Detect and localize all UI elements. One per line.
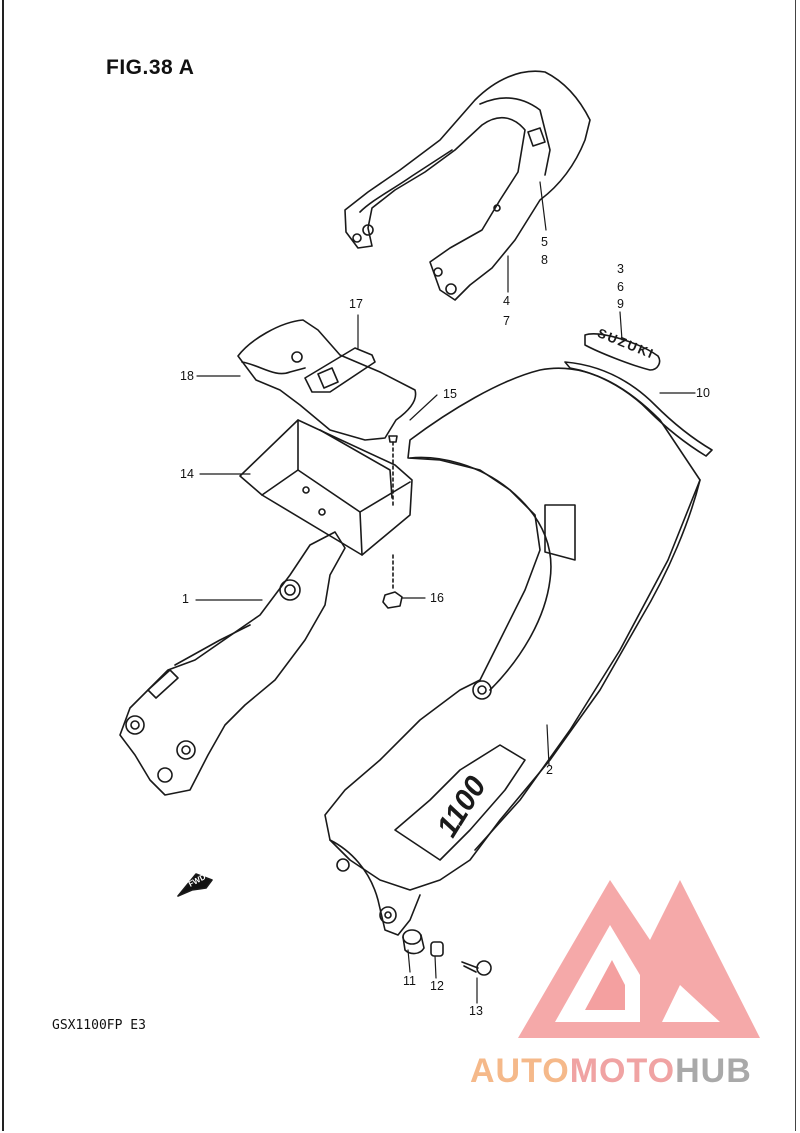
callout-1: 1: [182, 592, 189, 606]
watermark-word-auto: AUTO: [470, 1052, 570, 1090]
grab-rail: [344, 70, 591, 301]
callout-18: 18: [180, 369, 194, 383]
figure-title: FIG.38 A: [106, 56, 195, 79]
model-code: GSX1100FP E3: [52, 1018, 146, 1033]
seat-rail-left: [119, 531, 346, 796]
watermark-word-moto: MOTO: [569, 1052, 676, 1090]
callout-12: 12: [430, 979, 444, 993]
callout-15: 15: [443, 387, 457, 401]
callout-3: 3: [617, 262, 624, 276]
fwd-arrow-icon: [177, 873, 213, 897]
callout-7: 7: [503, 314, 510, 328]
collar-12: [430, 941, 444, 957]
screw-15: [388, 435, 398, 506]
callout-8: 8: [541, 253, 548, 267]
nut-16: [382, 554, 403, 609]
callout-9: 9: [617, 297, 624, 311]
callout-11: 11: [403, 974, 416, 988]
tool-bag: [237, 319, 417, 441]
storage-tray: [239, 419, 413, 556]
watermark-brand: AUTOMOTOHUB: [470, 1052, 752, 1091]
callout-6: 6: [617, 280, 624, 294]
callout-2: 2: [546, 763, 553, 777]
trim-strip: [564, 361, 713, 457]
callout-17: 17: [349, 297, 363, 311]
watermark-word-hub: HUB: [675, 1052, 752, 1090]
bushing-11: [402, 929, 425, 955]
watermark-logo-icon: [518, 880, 760, 1038]
callout-10: 10: [696, 386, 710, 400]
leader-lines: [195, 181, 696, 1004]
callout-16: 16: [430, 591, 444, 605]
seat-cowl: [324, 367, 701, 936]
emblem-plate: [584, 333, 661, 371]
callout-5: 5: [541, 235, 548, 249]
callout-14: 14: [180, 467, 194, 481]
callout-4: 4: [503, 294, 510, 308]
bolt-13: [461, 960, 492, 976]
callout-13: 13: [469, 1004, 483, 1018]
